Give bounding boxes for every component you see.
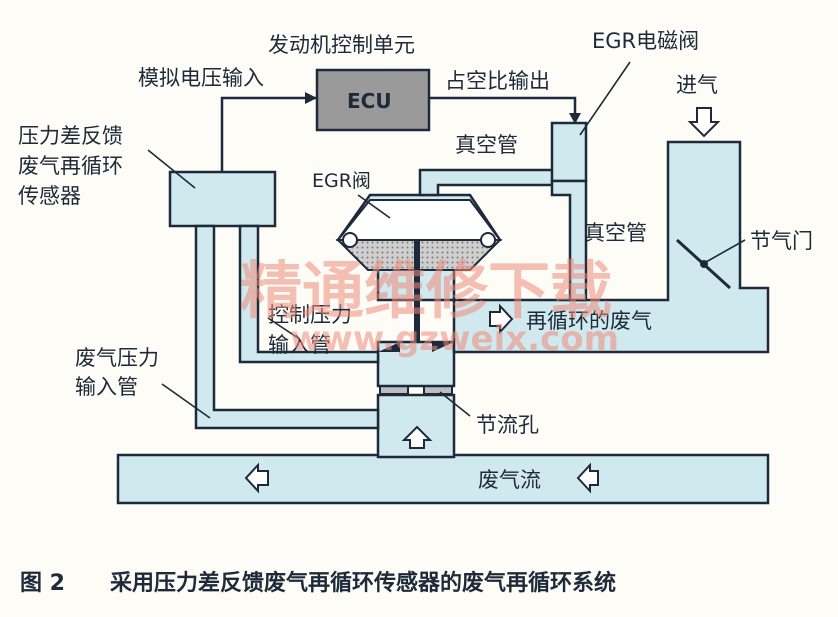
intake-arrow: [687, 107, 721, 138]
recirculated-arrow: [489, 303, 514, 335]
egr-solenoid-leader: [579, 61, 631, 136]
analog-input-line: [220, 96, 317, 172]
caption-text: 采用压力差反馈废气再循环传感器的废气再循环系统: [110, 570, 616, 596]
exhaust-pipe: [116, 453, 770, 505]
egr-valve-label: EGR阀: [312, 170, 371, 192]
recirculated-exhaust-duct: [452, 140, 770, 354]
control-pressure-leader: [267, 317, 299, 339]
egr-diaphragm-right-clip: [480, 232, 496, 248]
throttle-leader: [705, 239, 746, 263]
analog-input-arrowhead: [305, 92, 317, 104]
intake-label: 进气: [676, 73, 718, 97]
sensor-leader: [147, 149, 196, 189]
watermark-url: www.gzweix.com: [290, 319, 619, 359]
duty-output-arrowhead: [569, 113, 581, 124]
ecu-box: [315, 68, 431, 132]
analog-input-label: 模拟电压输入: [138, 66, 264, 90]
recirculated-exhaust-label: 再循环的废气: [526, 309, 652, 333]
caption-figure-number: 图 2: [20, 571, 65, 596]
valve-seat-right: [432, 342, 454, 352]
exhaust-flow-arrow-left: [244, 462, 269, 494]
vacuum-pipe-right-label: 真空管: [584, 221, 647, 245]
sensor-label-line3: 传感器: [18, 184, 81, 208]
exhaust-pressure-label-line2: 输入管: [75, 375, 138, 399]
ecu-label: ECU: [347, 89, 392, 113]
ecu-title-label: 发动机控制单元: [268, 33, 415, 57]
exhaust-up-arrow: [401, 425, 433, 449]
throttle-label: 节气门: [750, 229, 813, 253]
orifice-label: 节流孔: [476, 413, 539, 437]
egr-solenoid-valve: [550, 121, 588, 183]
egr-valve-leader: [357, 194, 391, 219]
valve-seat-left: [378, 342, 400, 352]
egr-solenoid-label: EGR电磁阀: [592, 29, 699, 53]
control-pressure-pipe: [238, 224, 380, 364]
exhaust-flow-arrow-right: [576, 462, 599, 494]
exhaust-pressure-leader: [161, 383, 211, 419]
duty-output-label: 占空比输出: [445, 69, 550, 93]
exhaust-pressure-pipe: [194, 224, 380, 430]
orifice-leader: [439, 391, 471, 417]
watermark-text: 精通维修下载: [240, 254, 612, 327]
egr-valve-stem: [414, 240, 420, 342]
control-pressure-label-line1: 控制压力: [268, 303, 352, 327]
sensor-label-line2: 废气再循环: [18, 154, 123, 178]
exhaust-flow-label: 废气流: [478, 468, 541, 492]
vacuum-pipe-top-label: 真空管: [455, 133, 518, 157]
exhaust-pressure-label-line1: 废气压力: [75, 346, 159, 370]
sensor-label-line1: 压力差反馈: [18, 124, 123, 148]
vacuum-pipe-right: [550, 179, 588, 302]
egr-diaphragm-left-clip: [342, 232, 358, 248]
duty-output-line: [429, 96, 577, 123]
control-pressure-label-line2: 输入管: [268, 333, 331, 357]
